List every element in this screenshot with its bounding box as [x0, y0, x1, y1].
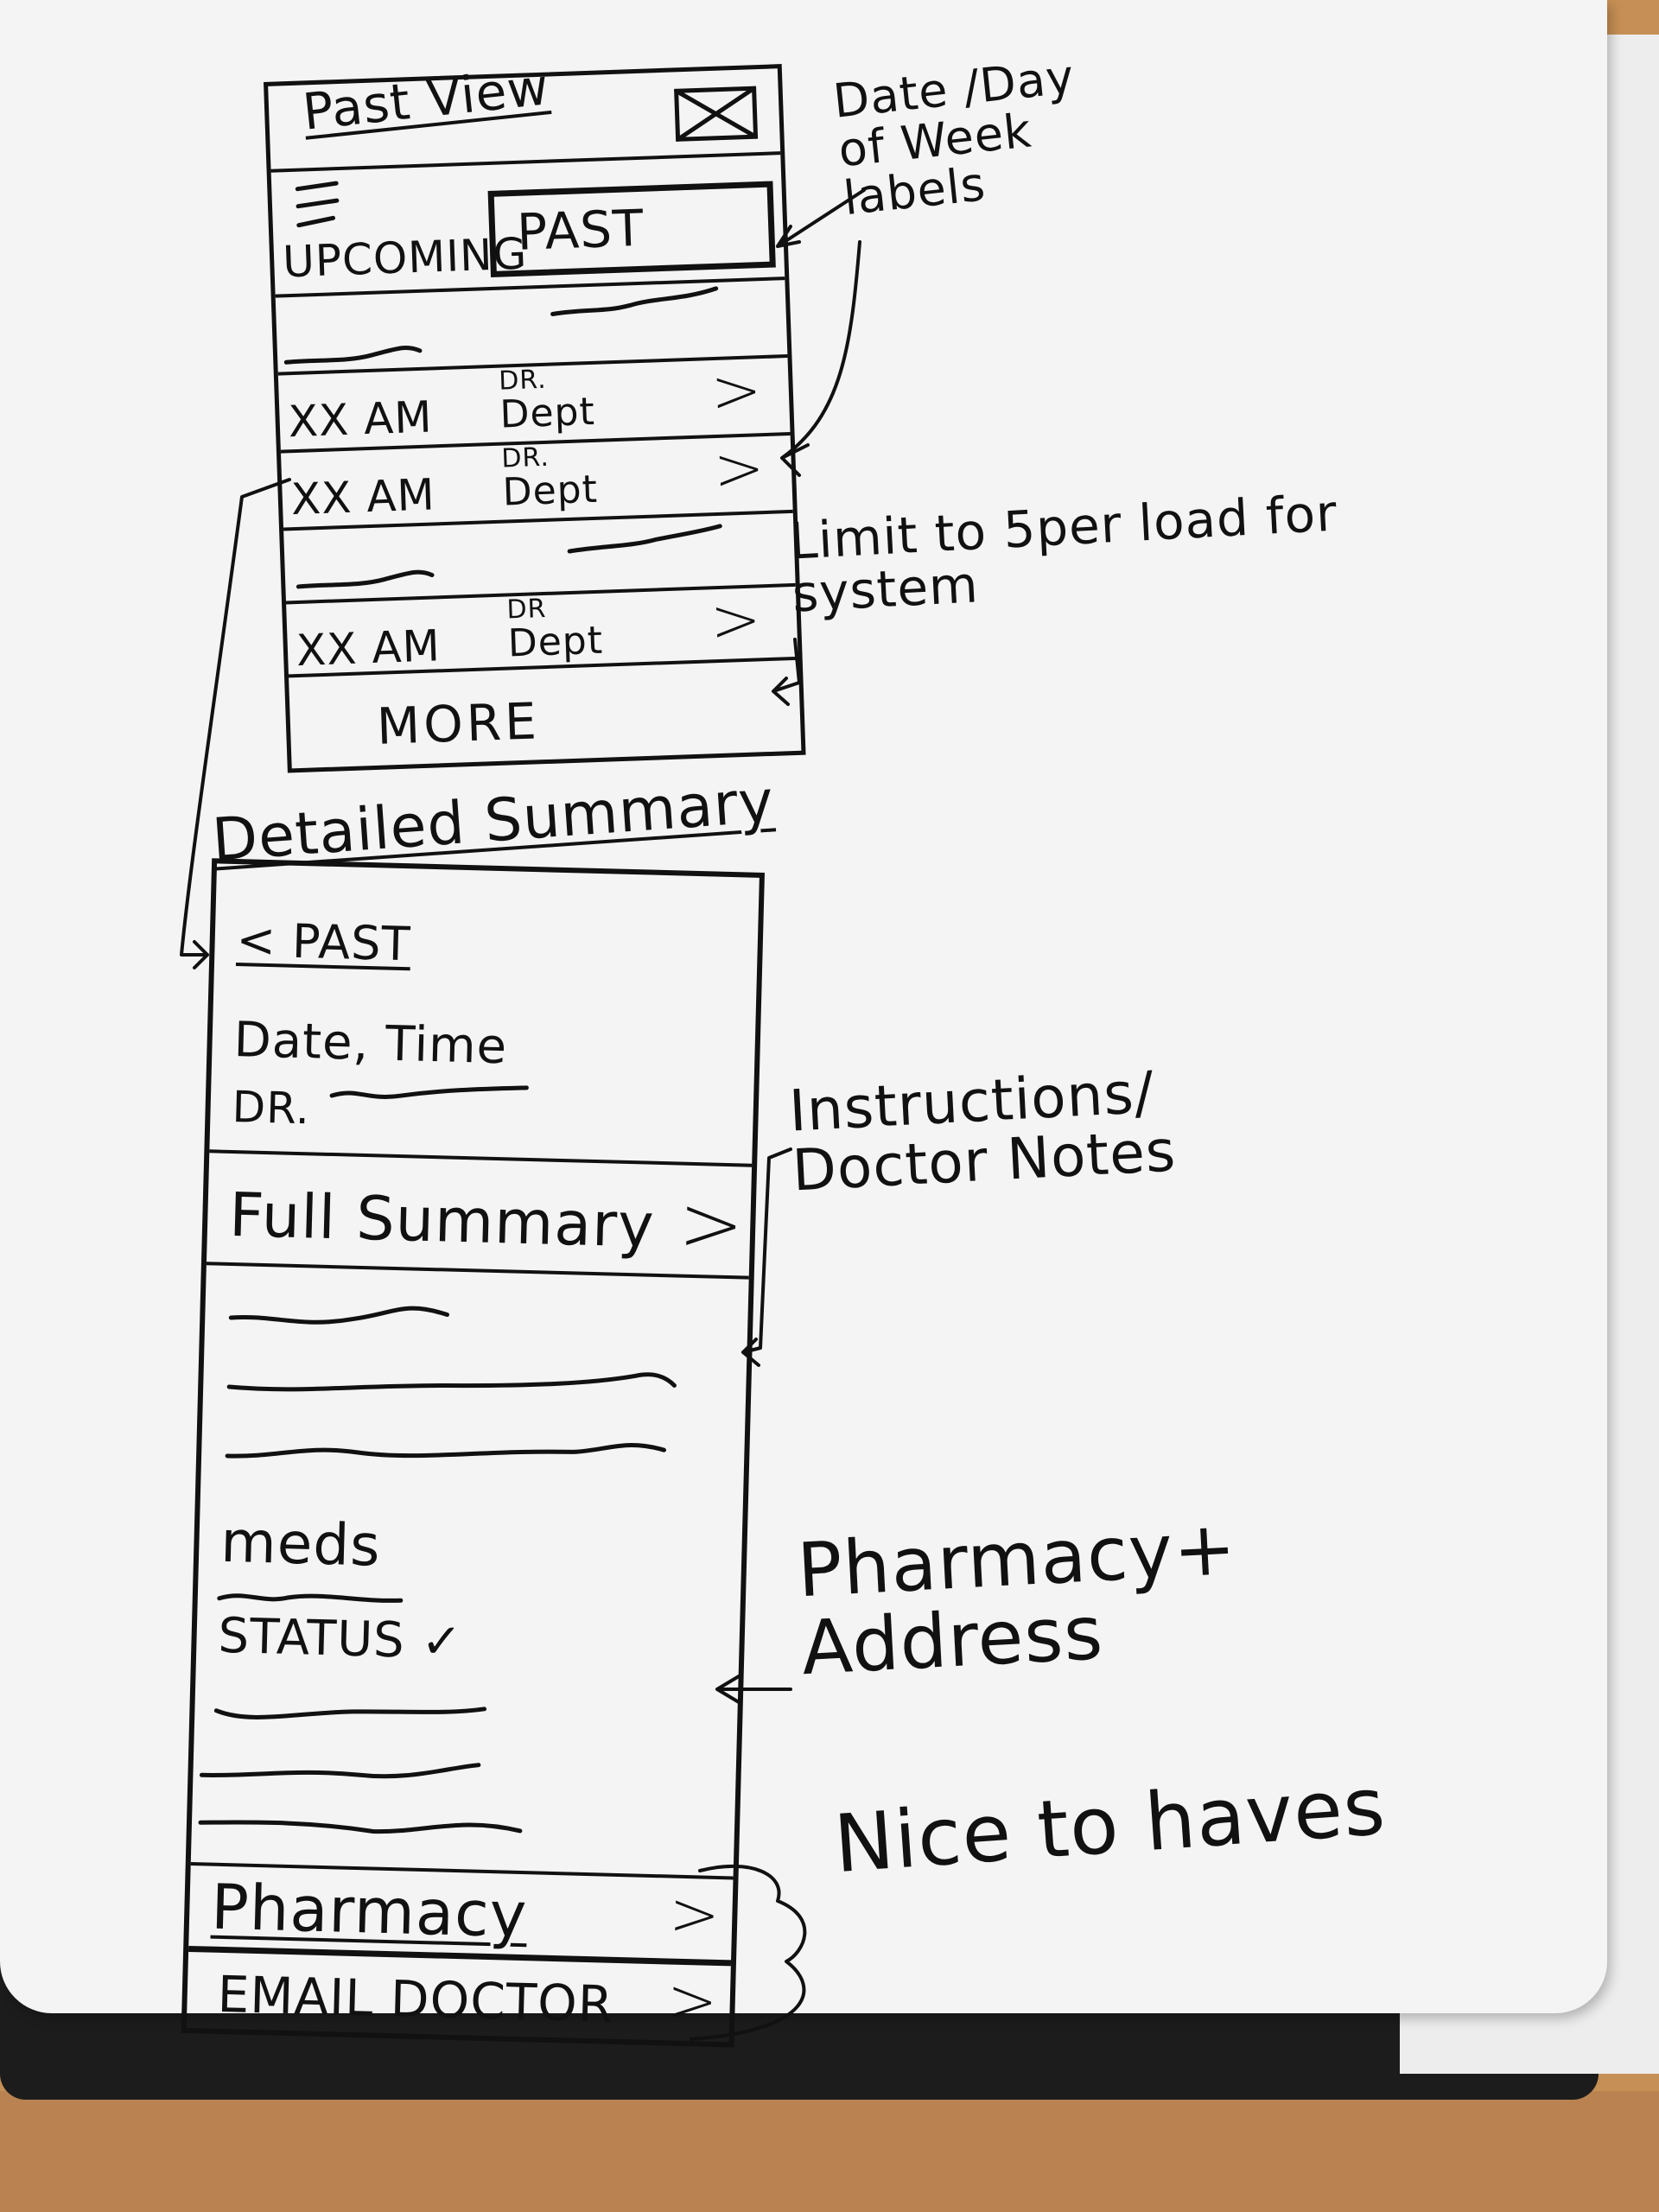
header-bar [268, 68, 781, 173]
full-summary-label: Full Summary [228, 1179, 656, 1262]
day-squiggle [283, 345, 423, 365]
day-squiggle [296, 569, 435, 589]
arrow-to-date-row [780, 240, 861, 477]
doctor-name-squiggle [329, 1085, 529, 1099]
summary-header: < PAST Date, Time DR. [209, 863, 760, 1167]
pharmacy-squiggle [213, 1707, 487, 1719]
pharmacy-squiggle [199, 1763, 481, 1779]
date-label-row [275, 280, 788, 376]
meds-label: meds [219, 1508, 382, 1580]
image-placeholder-icon [674, 86, 759, 142]
annotation-pharmacy-address: Pharmacy+ Address [795, 1505, 1243, 1693]
arrow-to-tab [776, 188, 866, 248]
pharmacy-row[interactable]: Pharmacy > [188, 1866, 734, 1967]
doctor-label: DR. [231, 1081, 311, 1135]
date-time-label: Date, Time [232, 1011, 508, 1076]
arrow-to-more [772, 638, 801, 706]
notes-squiggle [225, 1443, 666, 1459]
detailed-summary-wireframe: < PAST Date, Time DR. Full Summary > med… [181, 858, 766, 2048]
arrow-past-to-detail [180, 478, 291, 969]
notebook-page: Past View UPCOMING PAST XX AM DR. [0, 0, 1607, 2048]
email-doctor-label: EMAIL DOCTOR [216, 1964, 614, 2034]
back-to-past-link[interactable]: < PAST [235, 912, 412, 972]
annotation-instructions: Instructions/ Doctor Notes [787, 1059, 1178, 1205]
chevron-right-icon[interactable]: > [677, 1178, 746, 1271]
email-doctor-row[interactable]: EMAIL DOCTOR > [187, 1952, 731, 2048]
date-squiggle [567, 524, 722, 554]
date-label-row [283, 512, 796, 605]
date-squiggle [550, 286, 719, 316]
med-status-label: STATUS ✓ [217, 1607, 464, 1671]
table-surface [0, 2091, 1659, 2212]
pharmacy-squiggle [198, 1820, 523, 1834]
arrow-to-pharmacy-address [715, 1675, 792, 1704]
chevron-right-icon[interactable]: > [668, 1878, 721, 1951]
past-view-wireframe: UPCOMING PAST XX AM DR. Dept > XX AM DR.… [264, 64, 806, 773]
chevron-right-icon[interactable]: > [665, 1964, 719, 2037]
full-summary-row[interactable]: Full Summary > [206, 1153, 753, 1280]
menu-row [271, 155, 783, 242]
notes-squiggle [226, 1372, 677, 1392]
notes-squiggle [228, 1306, 449, 1325]
pharmacy-label: Pharmacy [210, 1870, 529, 1952]
med-name-squiggle [217, 1593, 404, 1603]
hamburger-icon[interactable] [293, 179, 346, 232]
brace-nice-to-haves [690, 1864, 807, 2041]
summary-content: meds STATUS ✓ [190, 1265, 749, 1880]
arrow-to-notes [741, 1147, 792, 1367]
